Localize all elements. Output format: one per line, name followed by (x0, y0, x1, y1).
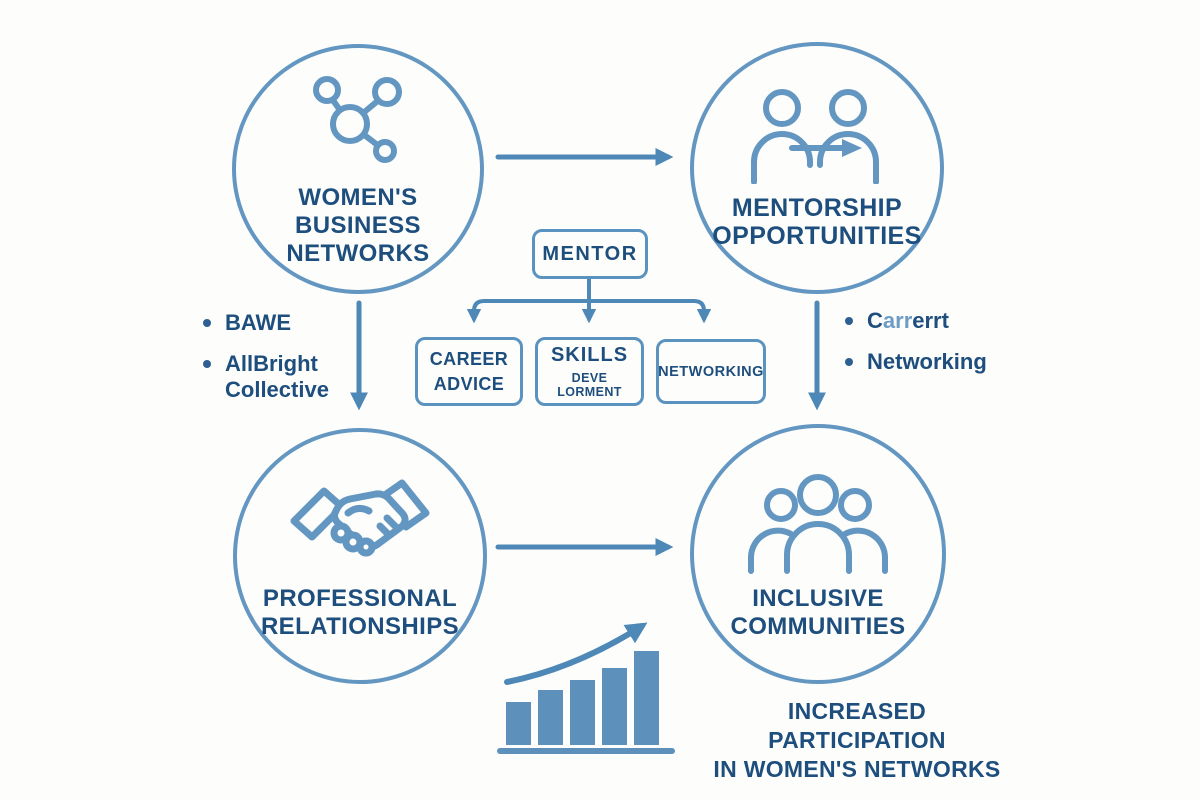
bullet-text-line: Collective (225, 377, 329, 402)
bullet-text: Networking (867, 349, 987, 374)
label-line: NETWORKS (286, 240, 430, 267)
caption-line: INCREASED PARTICIPATION (768, 698, 946, 753)
bullet-dot-icon (203, 360, 211, 368)
caption-line: IN WOMEN'S NETWORKS (713, 756, 1001, 782)
mentor-box-label: MENTOR (542, 242, 638, 265)
left-bullet-list: BAWE AllBright Collective (203, 310, 403, 418)
label-line: BUSINESS (295, 212, 421, 239)
label-line: PROFESSIONAL (262, 585, 458, 612)
bullet-text-segment: errt (912, 308, 949, 333)
bullet-text-segment: C (867, 308, 883, 333)
bar-chart-baseline (497, 748, 675, 754)
box-label-line: ADVICE (433, 373, 505, 394)
growth-bar-chart (497, 598, 677, 754)
box-label-line: SKILLS (550, 344, 629, 366)
bar (634, 651, 659, 745)
node-label-professional-relationships: PROFESSIONAL RELATIONSHIPS (261, 585, 459, 641)
handshake-icon (290, 479, 430, 557)
bar (570, 680, 595, 745)
list-item: Networking (845, 349, 1055, 375)
mentor-branch-right (587, 299, 712, 324)
bullet-text: Carrerrt (867, 308, 949, 334)
skills-development-box: SKILLS DEVE LORMENT (535, 337, 644, 406)
box-label-line: DEVE LORMENT (557, 371, 622, 399)
career-advice-box: CAREER ADVICE (415, 337, 523, 406)
chart-caption: INCREASED PARTICIPATION IN WOMEN'S NETWO… (698, 697, 1016, 784)
box-label-line: CAREER (429, 348, 509, 369)
bullet-dot-icon (845, 317, 853, 325)
bullet-text-line: AllBright (225, 351, 318, 376)
box-label-line: NETWORKING (658, 363, 764, 380)
label-line: INCLUSIVE (752, 585, 884, 612)
bullet-dot-icon (203, 319, 211, 327)
people-group-icon (748, 474, 888, 574)
right-bullet-list: Carrerrt Networking (845, 308, 1055, 390)
label-line: OPPORTUNITIES (712, 222, 922, 250)
node-label-womens-business-networks: WOMEN'S BUSINESS NETWORKS (286, 184, 429, 268)
node-label-inclusive-communities: INCLUSIVE COMMUNITIES (730, 585, 905, 641)
mentor-branch-left (466, 299, 591, 324)
mentor-box: MENTOR (532, 229, 648, 279)
label-line: MENTORSHIP (731, 194, 903, 222)
label-line: WOMEN'S (298, 184, 418, 211)
bar (538, 690, 563, 745)
label-line: RELATIONSHIPS (260, 613, 460, 640)
bar (602, 668, 627, 745)
node-mentorship-opportunities: MENTORSHIP OPPORTUNITIES (690, 42, 944, 294)
bullet-dot-icon (845, 358, 853, 366)
list-item: AllBright Collective (203, 351, 403, 403)
node-label-mentorship-opportunities: MENTORSHIP OPPORTUNITIES (712, 194, 921, 250)
label-line: COMMUNITIES (730, 613, 906, 640)
bullet-text: AllBright Collective (225, 351, 329, 403)
mentor-handoff-icon (751, 89, 879, 184)
node-professional-relationships: PROFESSIONAL RELATIONSHIPS (233, 428, 487, 684)
bar (506, 702, 531, 745)
list-item: BAWE (203, 310, 403, 336)
networking-box: NETWORKING (656, 339, 766, 404)
growth-arrow-icon (504, 622, 648, 685)
network-icon (313, 76, 402, 163)
bullet-text: BAWE (225, 310, 291, 335)
bullet-text-segment: arr (882, 308, 913, 333)
list-item: Carrerrt (845, 308, 1055, 334)
node-womens-business-networks: WOMEN'S BUSINESS NETWORKS (232, 44, 484, 294)
node-inclusive-communities: INCLUSIVE COMMUNITIES (690, 424, 946, 684)
bar-chart-bars (506, 651, 659, 745)
